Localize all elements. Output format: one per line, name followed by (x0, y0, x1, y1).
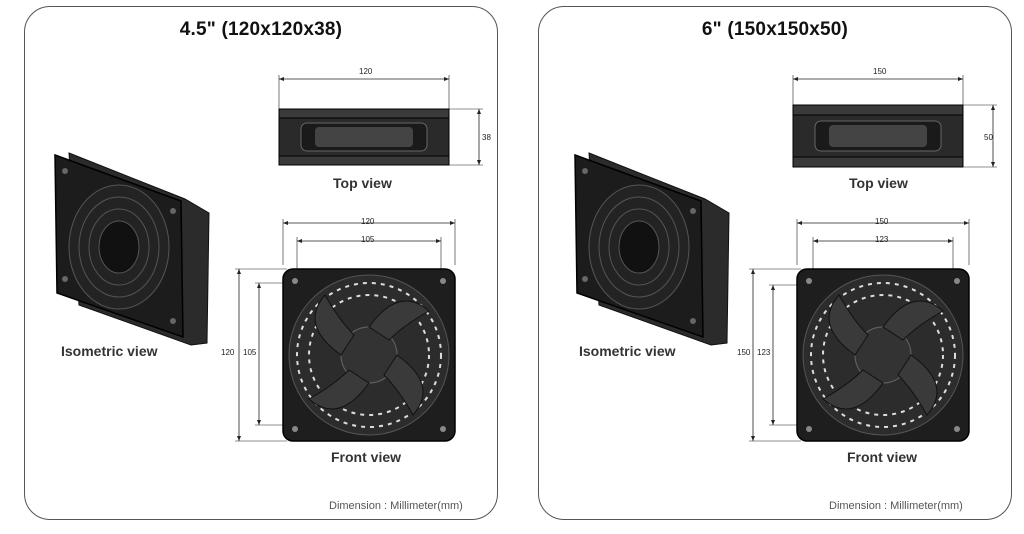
panel-title: 6" (150x150x50) (701, 19, 849, 40)
top-width-dim: 120 (359, 67, 373, 76)
front-inner-height-dim: 105 (243, 348, 257, 357)
panel-title: 4.5" (120x120x38) (179, 19, 343, 40)
top-view-drawing (278, 75, 483, 166)
front-inner-width-dim: 105 (361, 235, 375, 244)
front-outer-width-dim: 150 (875, 217, 889, 226)
top-width-dim: 150 (873, 67, 887, 76)
top-depth-dim: 50 (984, 133, 993, 142)
front-view-drawing (749, 219, 970, 442)
top-view-drawing (792, 75, 997, 168)
front-view-label: Front view (847, 449, 918, 465)
top-depth-dim: 38 (482, 133, 491, 142)
front-outer-width-dim: 120 (361, 217, 375, 226)
front-inner-width-dim: 123 (875, 235, 889, 244)
isometric-view-drawing (574, 152, 730, 346)
front-inner-height-dim: 123 (757, 348, 771, 357)
front-outer-height-dim: 150 (737, 348, 751, 357)
front-outer-height-dim: 120 (221, 348, 235, 357)
front-view-label: Front view (331, 449, 402, 465)
fan-spec-panel-6in: 6" (150x150x50) Isometric view 150 50 To… (538, 6, 1012, 520)
top-view-label: Top view (333, 175, 392, 191)
fan-spec-panel-4-5in: 4.5" (120x120x38) Isometric view 120 38 … (24, 6, 498, 520)
dimension-note: Dimension : Millimeter(mm) (329, 500, 463, 512)
isometric-view-label: Isometric view (579, 343, 676, 359)
isometric-view-drawing (54, 152, 210, 346)
dimension-note: Dimension : Millimeter(mm) (829, 500, 963, 512)
front-view-drawing (235, 219, 456, 442)
top-view-label: Top view (849, 175, 908, 191)
isometric-view-label: Isometric view (61, 343, 158, 359)
